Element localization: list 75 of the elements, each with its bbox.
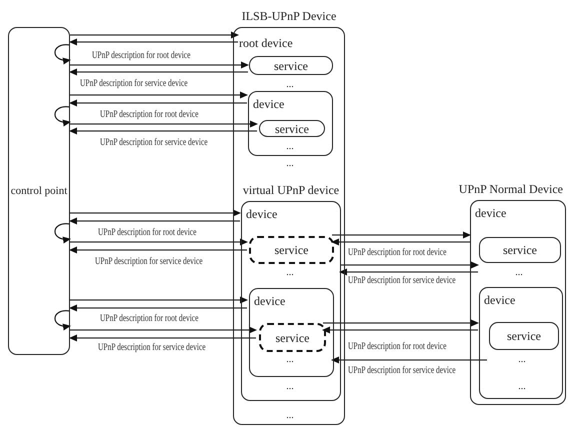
arrow: [70, 296, 248, 304]
service-box: [259, 120, 325, 137]
edge-label: UPnP description for root device: [100, 313, 198, 325]
arrow: [69, 100, 247, 106]
service-box: [249, 56, 333, 75]
arrow: [70, 120, 258, 128]
ellipsis-label: ...: [286, 142, 294, 152]
arrow: [69, 68, 248, 76]
arrow: [331, 238, 470, 246]
edge-label: UPnP description for service device: [100, 137, 208, 149]
arrow: [69, 246, 247, 254]
arrow: [70, 326, 257, 334]
ellipsis-label: ...: [518, 382, 526, 392]
edge-label: UPnP description for root device: [100, 109, 198, 121]
arrow: [339, 268, 478, 276]
ellipsis-label: ...: [518, 355, 526, 365]
box-label: service: [276, 330, 310, 344]
ellipsis-label: ...: [515, 268, 523, 278]
arrow: [70, 238, 248, 246]
box-label: service: [274, 243, 308, 257]
ellipsis-label: ...: [286, 355, 294, 365]
box-label: device: [254, 294, 286, 308]
arrow: [69, 128, 257, 134]
service-box: [489, 322, 559, 350]
box-label: service: [274, 58, 308, 72]
edge-label: UPnP description for root device: [348, 341, 446, 353]
device-box: [479, 287, 563, 399]
box-heading: UPnP Normal Device: [458, 182, 563, 196]
ellipsis-label: ...: [286, 268, 294, 278]
arrow: [69, 38, 238, 46]
ellipsis-label: ...: [286, 80, 294, 90]
edge-label: UPnP description for service device: [98, 342, 206, 354]
box-label: device: [246, 207, 278, 221]
arrow: [69, 304, 247, 312]
box-label: control point: [10, 184, 68, 198]
box-label: device: [475, 206, 506, 220]
arrow: [70, 62, 249, 68]
ellipsis-label: ...: [286, 411, 294, 421]
arrow: [331, 356, 487, 364]
box-label: service: [507, 329, 541, 343]
box-heading: virtual UPnP device: [242, 183, 340, 197]
box-label: device: [484, 293, 516, 307]
edge-label: UPnP description for service device: [348, 365, 456, 377]
loop-arrow: [54, 310, 71, 330]
device-box: [249, 288, 334, 377]
arrow: [70, 32, 239, 38]
loop-arrow: [54, 106, 71, 126]
box-label: service: [275, 122, 309, 136]
root-device-label: root device: [239, 36, 301, 50]
service-box: [479, 237, 561, 263]
edge-label: UPnP description for root device: [348, 247, 446, 259]
arrow: [69, 334, 256, 342]
arrow: [340, 262, 479, 268]
arrow: [322, 326, 478, 334]
edge-label: UPnP description for service device: [80, 78, 188, 90]
edge-label: UPnP description for service device: [95, 256, 203, 268]
box-label: device: [253, 97, 284, 111]
device-box: [248, 91, 333, 156]
loop-arrow: [54, 44, 71, 64]
arrow: [69, 218, 240, 224]
ellipsis-label: ...: [286, 382, 294, 392]
arrow: [323, 320, 479, 326]
arrow: [70, 210, 241, 216]
edge-label: UPnP description for service device: [348, 275, 456, 287]
arrow: [70, 92, 248, 98]
box-heading: ILSB-UPnP Device: [242, 9, 336, 23]
edge-label: UPnP description for root device: [92, 50, 190, 62]
ellipsis-label: ...: [286, 159, 294, 169]
service-box: [259, 323, 326, 352]
arrow: [332, 232, 471, 238]
service-box: [249, 236, 334, 264]
edge-label: UPnP description for root device: [98, 227, 196, 239]
control-point-box: [8, 27, 70, 355]
loop-arrow: [54, 223, 71, 243]
box-label: service: [503, 243, 537, 257]
